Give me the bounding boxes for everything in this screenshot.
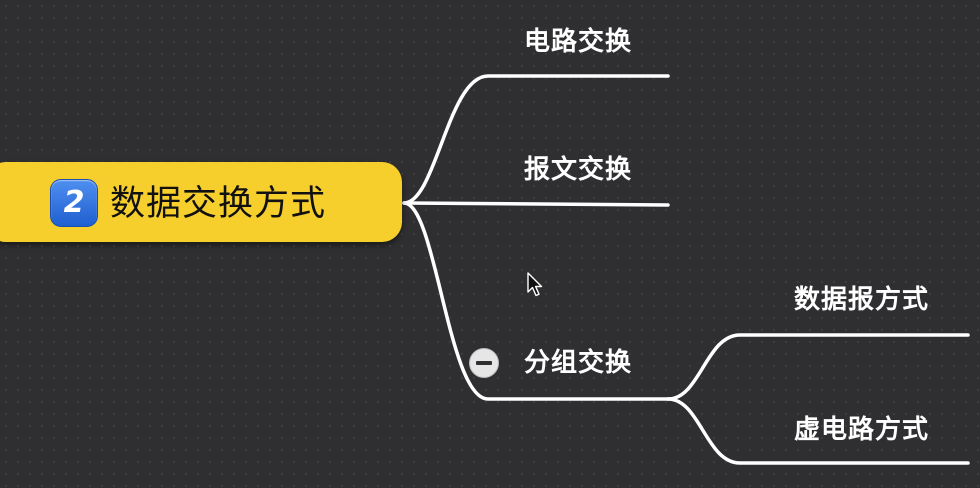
branch-message-switching[interactable]: 报文交换: [524, 155, 633, 185]
minus-circle-icon[interactable]: [469, 348, 499, 378]
connector-root-to-packet-switching: [402, 201, 670, 401]
connector-root-to-message-switching: [402, 201, 670, 207]
subbranch-virtual-circuit[interactable]: 虚电路方式: [794, 415, 930, 445]
root-topic-title[interactable]: 数据交换方式: [110, 184, 327, 224]
connector-root-to-circuit-switching: [402, 74, 670, 205]
subbranch-datagram[interactable]: 数据报方式: [794, 285, 930, 315]
connector-packet-to-virtual-circuit: [666, 397, 970, 465]
branch-packet-switching[interactable]: 分组交换: [524, 348, 633, 378]
branch-circuit-switching[interactable]: 电路交换: [524, 27, 633, 57]
mouse-pointer-icon: [527, 272, 543, 297]
connector-packet-to-datagram: [666, 333, 970, 401]
priority-2-badge-icon: 2: [50, 179, 98, 227]
